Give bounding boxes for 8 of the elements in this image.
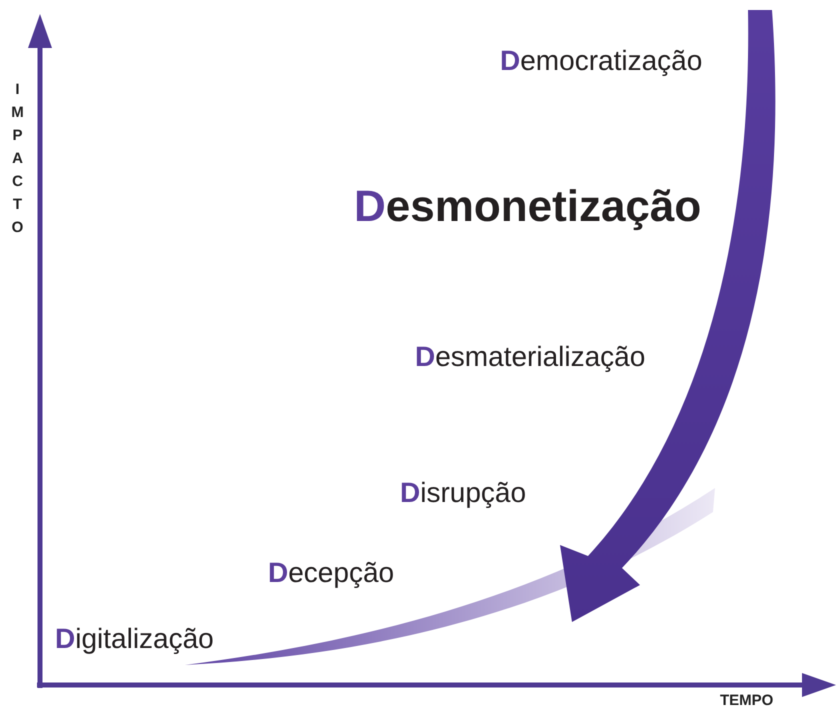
stage-label: Digitalização	[55, 622, 214, 656]
stage-label: Disrupção	[400, 476, 526, 510]
stage-label: Democratização	[500, 44, 702, 78]
stage-label: Desmonetização	[354, 181, 702, 233]
axis-label: IMPACTO	[10, 80, 25, 238]
stage-label: Decepção	[268, 556, 394, 590]
stage-label: Desmaterialização	[415, 340, 646, 374]
axis-label: TEMPO	[720, 691, 774, 711]
